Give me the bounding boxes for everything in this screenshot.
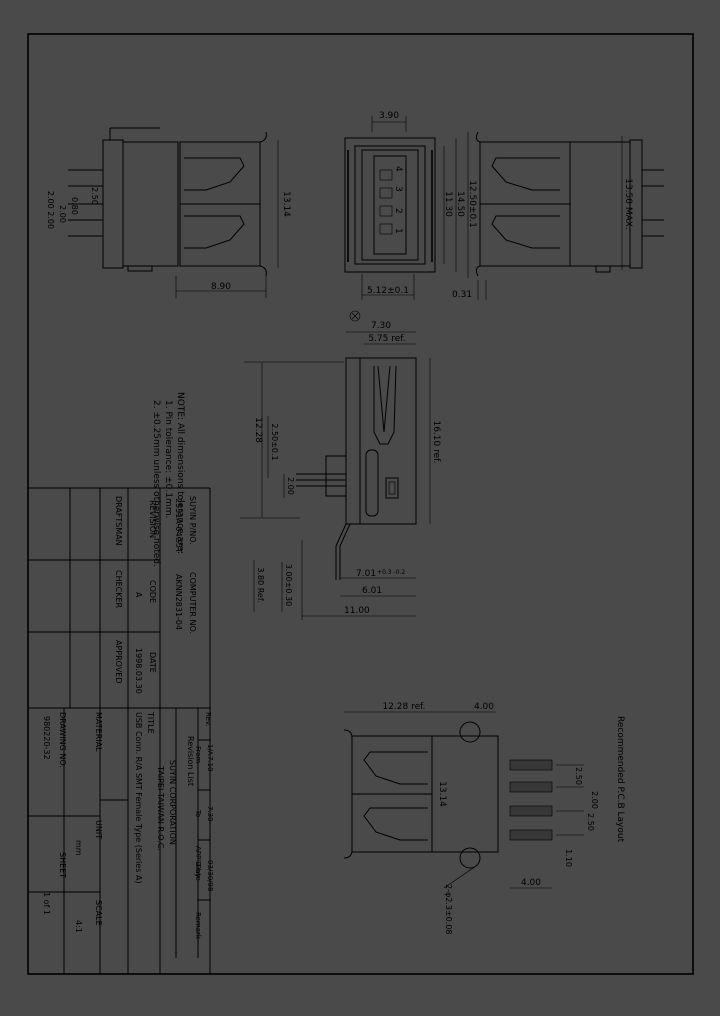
rev-header-from: From bbox=[194, 746, 202, 764]
dim-12-50: 12.50±0.1 bbox=[467, 180, 477, 228]
dim-pcb-2-50a: 2.50 bbox=[574, 767, 583, 785]
dim-3-00: 3.00±0.30 bbox=[284, 564, 293, 606]
unit: mm bbox=[74, 840, 83, 856]
side-view: 7.30 5.75 ref. 12.28 2.50±0.1 2.00 16.10… bbox=[240, 310, 441, 620]
note-line-1: NOTE: All dimensions tolerance are: bbox=[175, 392, 185, 554]
dim-pcb-2-50b: 2.50 bbox=[586, 813, 595, 831]
hole-callout: 2-φ2.3±0.08 bbox=[444, 884, 453, 935]
dim-13-50-max: 13.50 MAX. bbox=[623, 178, 633, 230]
dim-2-50-side: 2.50±0.1 bbox=[270, 423, 279, 460]
pin-4-label: 4 bbox=[393, 166, 403, 172]
pcb-layout-view: Recommended P.C.B Layout 12.28 ref. 4.00… bbox=[343, 702, 625, 935]
label-drawing-no: DRAWING NO. bbox=[58, 712, 67, 768]
pin-3-label: 3 bbox=[393, 186, 403, 192]
label-title: TITLE bbox=[146, 711, 155, 734]
code: A bbox=[134, 592, 143, 598]
label-approved: APPROVED bbox=[114, 640, 123, 684]
drawing-no: 980220-32 bbox=[42, 716, 51, 760]
label-sujin-pno: SUYIN P/NO. bbox=[188, 496, 197, 545]
dim-3-90: 3.90 bbox=[379, 111, 399, 121]
notes-block: NOTE: All dimensions tolerance are: 1. P… bbox=[151, 392, 185, 567]
front-view: 3.90 4 3 2 1 5.12±0.1 11.30 14.50 12.50±… bbox=[344, 111, 477, 300]
top-view-left: 8.90 13.14 2.00 2.00 2.00 0.80 2.50 bbox=[46, 127, 291, 298]
dim-8-90: 8.90 bbox=[211, 282, 231, 292]
sheet-number: 1 of 1 bbox=[42, 892, 51, 915]
date: 1998.03.30 bbox=[134, 648, 143, 694]
dim-2-50: 2.50 bbox=[90, 187, 99, 205]
dim-6-01: 6.01 bbox=[362, 586, 382, 596]
computer-no: AKNN2831-04 bbox=[174, 574, 183, 630]
label-date: DATE bbox=[148, 652, 157, 673]
label-code: CODE bbox=[148, 580, 157, 603]
pcb-layout-title: Recommended P.C.B Layout bbox=[615, 716, 625, 843]
label-material: MATERIAL bbox=[94, 712, 103, 752]
dim-5-12: 5.12±0.1 bbox=[367, 286, 409, 296]
rev-row-from: 7.10 bbox=[206, 756, 214, 772]
dim-pitch-1: 2.00 2.00 bbox=[46, 191, 55, 229]
sujin-pno: 2531A-04G5T bbox=[174, 498, 183, 553]
dim-7-01: 7.01+0.3 -0.2 bbox=[356, 569, 405, 579]
dim-pcb-2-00: 2.00 bbox=[590, 791, 599, 809]
dim-16-10-ref: 16.10 ref. bbox=[431, 420, 441, 463]
scale: 4:1 bbox=[74, 920, 83, 933]
rev-row-rev: 1/A bbox=[206, 744, 214, 756]
dim-7-30: 7.30 bbox=[371, 321, 391, 331]
rev-header-to: To bbox=[194, 809, 202, 817]
pin-2-label: 2 bbox=[393, 208, 403, 214]
rev-header-date: Date bbox=[194, 864, 202, 881]
dim-14-50: 14.50 bbox=[455, 191, 465, 217]
dim-3-80-ref: 3.80 Ref. bbox=[256, 567, 265, 602]
dim-13-14-pcb: 13.14 bbox=[437, 781, 447, 807]
dim-5-75-ref: 5.75 ref. bbox=[368, 334, 405, 344]
company-name: SUYIN CORPORATION bbox=[168, 760, 177, 845]
dim-4-00-top: 4.00 bbox=[474, 702, 494, 712]
drawing-title: USB Conn. R/A SMT Female Type (Series A) bbox=[134, 712, 143, 884]
revision-list-caption: Revision List bbox=[186, 736, 195, 786]
top-view-right: 13.50 MAX. 0.31 bbox=[452, 131, 664, 300]
dim-13-14-top: 13.14 bbox=[281, 191, 291, 217]
dim-0-80: 0.80 bbox=[70, 197, 79, 215]
note-line-3: 2. ±0.25mm unless otherwise noted. bbox=[151, 400, 161, 567]
company-address: TAIPEI TAIWAN R.O.C. bbox=[156, 765, 165, 851]
title-block: SUYIN P/NO. 2531A-04G5T COMPUTER NO. AKN… bbox=[28, 487, 214, 974]
pin-1-label: 1 bbox=[393, 228, 403, 234]
label-unit: UNIT bbox=[94, 820, 103, 839]
dim-11-30: 11.30 bbox=[443, 191, 453, 217]
label-sheet: SHEET bbox=[58, 852, 67, 878]
dim-2-00-side: 2.00 bbox=[286, 477, 295, 495]
dim-12-28: 12.28 bbox=[253, 417, 263, 443]
rev-row-date: 03/30/98 bbox=[206, 860, 214, 891]
label-draftsman: DRAFTSMAN bbox=[114, 496, 123, 546]
rev-header-appd: APP'D by bbox=[194, 846, 202, 877]
label-checker: CHECKER bbox=[114, 570, 123, 609]
note-line-2: 1. Pin tolerance: ±0.1mm. bbox=[163, 400, 173, 518]
dim-0-31: 0.31 bbox=[452, 290, 472, 300]
dim-pcb-1-10: 1.10 bbox=[564, 849, 573, 867]
rev-header-remark: Remark bbox=[194, 912, 202, 940]
dim-4-00-bottom: 4.00 bbox=[521, 878, 541, 888]
rev-row-to: 7.30 bbox=[206, 806, 214, 822]
dim-11-00: 11.00 bbox=[344, 606, 370, 616]
dim-12-28-ref: 12.28 ref. bbox=[382, 702, 425, 712]
label-computer-no: COMPUTER NO. bbox=[188, 572, 197, 634]
dim-pitch-3: 2.00 bbox=[58, 205, 67, 223]
rev-header-rev: Rev. bbox=[204, 712, 212, 727]
sheet-border bbox=[27, 33, 694, 975]
label-scale: SCALE bbox=[94, 900, 103, 926]
label-revision: REVISION bbox=[148, 500, 157, 538]
